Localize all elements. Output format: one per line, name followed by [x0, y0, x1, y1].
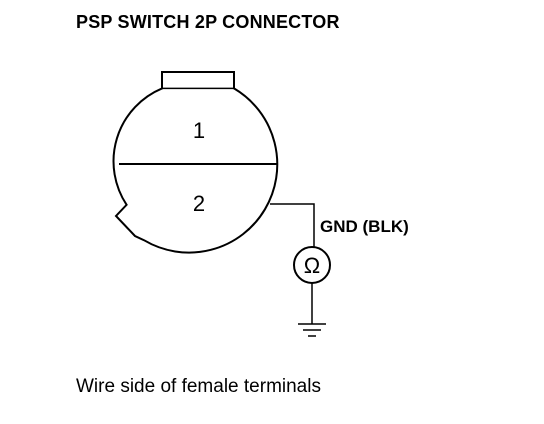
ohm-symbol: Ω	[304, 253, 320, 278]
terminal-2-label: 2	[193, 191, 205, 216]
diagram-caption: Wire side of female terminals	[76, 376, 321, 397]
connector-housing	[112, 71, 279, 254]
probe-wire	[270, 203, 315, 247]
wire-label: GND (BLK)	[320, 217, 409, 236]
ground-icon	[298, 323, 326, 337]
diagram-title: PSP SWITCH 2P CONNECTOR	[76, 12, 340, 32]
terminal-1-label: 1	[193, 118, 205, 143]
